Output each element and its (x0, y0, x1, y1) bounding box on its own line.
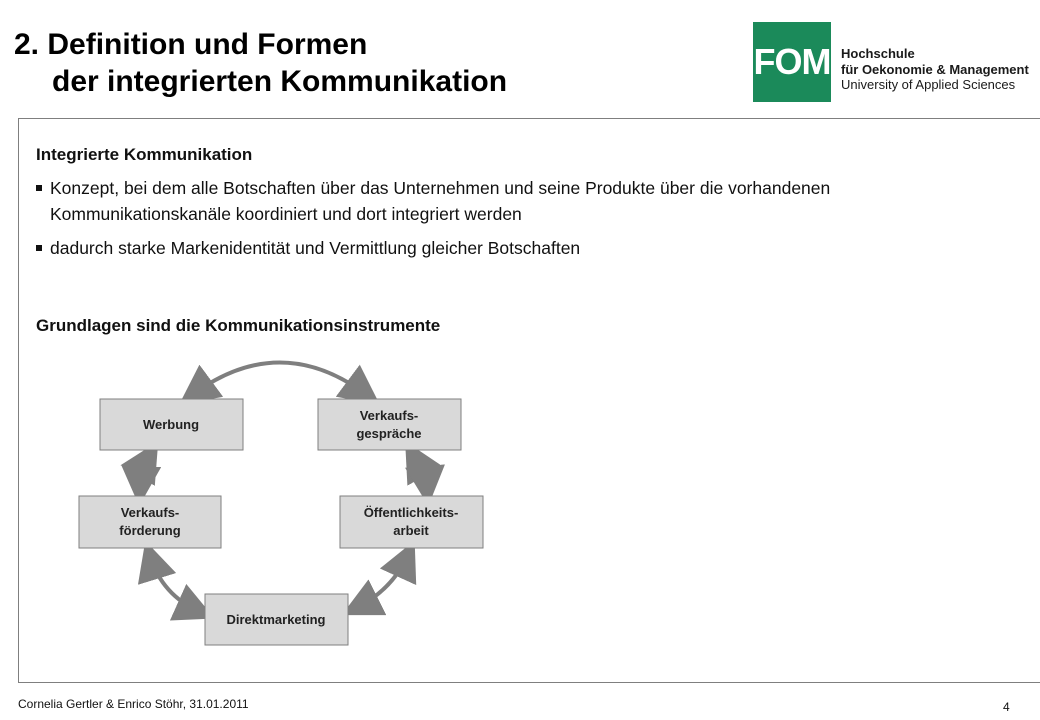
bullet-item-konzept: Konzept, bei dem alle Botschaften über d… (36, 175, 916, 227)
cycle-arrow-foerderung-werbung (120, 441, 162, 506)
bullet-item-markenidentitaet: dadurch starke Markenidentität und Vermi… (36, 235, 916, 261)
node-werbung: Werbung (99, 398, 244, 451)
node-label: Öffentlichkeits- (364, 505, 459, 520)
node-label: förderung (119, 523, 180, 538)
node-verkaufsfoerderung: Verkaufs- förderung (78, 495, 222, 549)
node-label: Direktmarketing (227, 612, 326, 627)
heading-integrierte-kommunikation: Integrierte Kommunikation (36, 145, 253, 164)
cycle-arrow-oeffentlichkeit-direkt (341, 540, 417, 616)
node-verkaufsgespraeche: Verkaufs- gespräche (317, 398, 462, 451)
fom-logo-text: Hochschule für Oekonomie & Management Un… (841, 46, 1029, 93)
logo-line-hochschule: Hochschule (841, 46, 915, 61)
bullet-text: dadurch starke Markenidentität und Vermi… (50, 238, 581, 258)
cycle-arrow-werbung-gespraeche (179, 360, 380, 405)
bullet-text: Konzept, bei dem alle Botschaften über d… (50, 178, 831, 224)
cycle-arrow-gespraeche-oeffentlichkeit (405, 441, 445, 506)
node-label: Werbung (143, 417, 199, 432)
page-title: 2. Definition und Formen der integrierte… (14, 26, 507, 100)
bullet-square-icon (36, 185, 42, 191)
footer-authors-date: Cornelia Gertler & Enrico Stöhr, 31.01.2… (18, 697, 249, 711)
logo-line-university: University of Applied Sciences (841, 77, 1016, 92)
page-title-line2: der integrierten Kommunikation (52, 65, 508, 98)
node-label: Verkaufs- (360, 408, 419, 423)
node-direktmarketing: Direktmarketing (204, 593, 349, 646)
page-title-line1: 2. Definition und Formen (14, 28, 368, 61)
node-oeffentlichkeitsarbeit: Öffentlichkeits- arbeit (339, 495, 484, 549)
cycle-arrow-direkt-foerderung (137, 540, 215, 621)
content-frame (18, 118, 1040, 683)
node-label: Verkaufs- (121, 505, 180, 520)
fom-logo: FOM Hochschule für Oekonomie & Managemen… (753, 22, 1033, 102)
logo-line-oekonomie: für Oekonomie & Management (841, 61, 1029, 77)
node-label: arbeit (393, 523, 429, 538)
fom-logo-mark: FOM (753, 22, 831, 102)
bullet-square-icon (36, 245, 42, 251)
page-number: 4 (1003, 700, 1010, 714)
node-label: gespräche (356, 426, 421, 441)
heading-grundlagen: Grundlagen sind die Kommunikationsinstru… (36, 316, 441, 335)
